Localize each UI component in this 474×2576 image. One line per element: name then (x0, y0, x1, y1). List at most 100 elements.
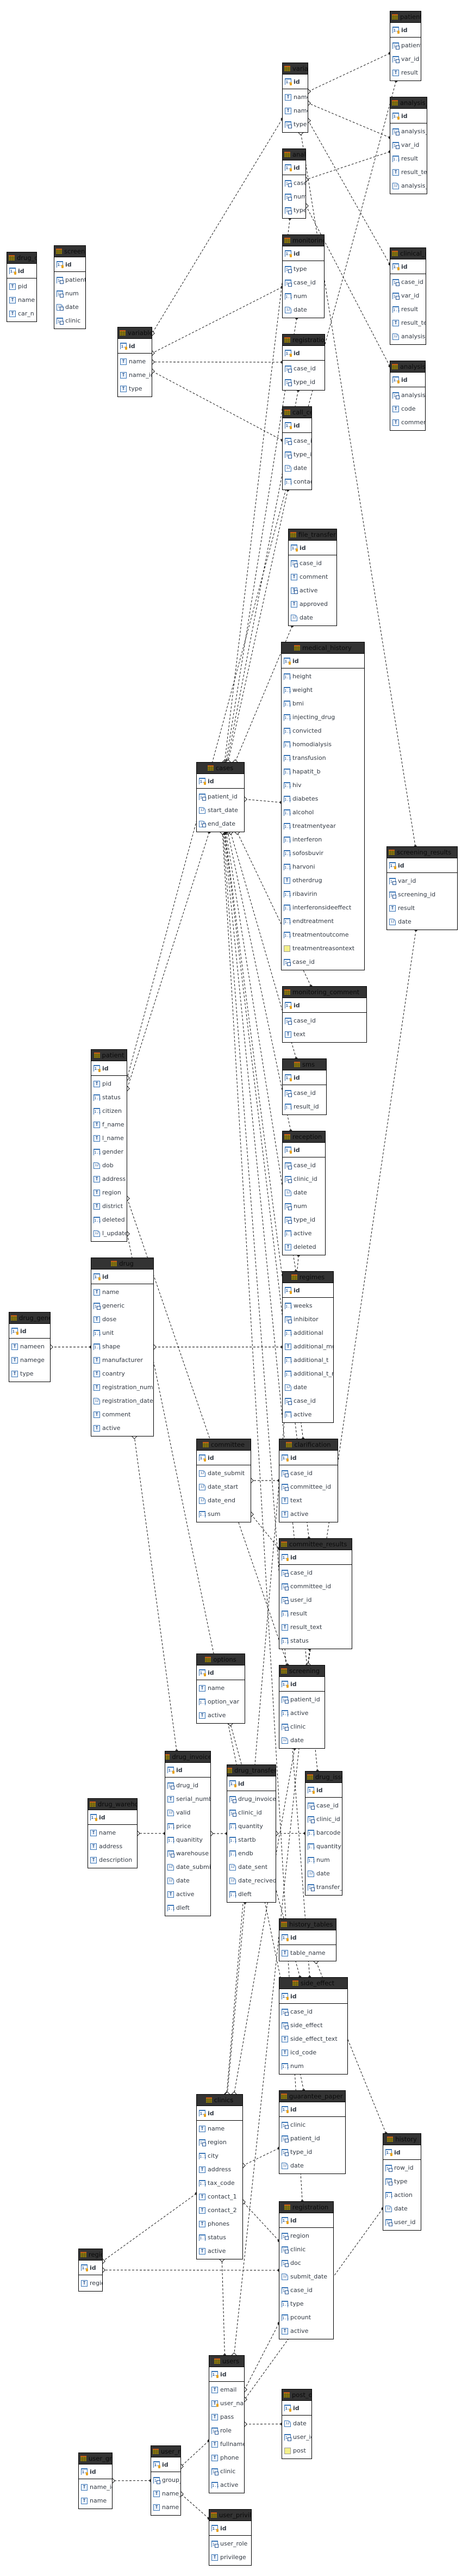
primary-key-row[interactable]: 1.id (283, 1143, 325, 1157)
primary-key-row[interactable]: 1.id (279, 1451, 338, 1465)
primary-key-row[interactable]: 1.id (79, 2464, 112, 2479)
column-row[interactable]: 1.committee_id (279, 1480, 338, 1494)
column-row[interactable]: 1.row_id (383, 2161, 421, 2175)
column-row[interactable]: 1.case_id (282, 955, 364, 969)
column-row[interactable]: 1.case_id (289, 556, 336, 570)
primary-key-row[interactable]: 1.id (387, 858, 457, 873)
column-row[interactable]: 1.clinic_id (227, 1806, 276, 1819)
primary-key-row[interactable]: 1.id (383, 2145, 421, 2160)
table-analysis-result[interactable]: analysis_result1.id1.analysis_id1.var_id… (390, 97, 427, 194)
table-header[interactable]: clinics (197, 2095, 242, 2106)
column-row[interactable]: 1.user_id (282, 2430, 311, 2444)
table-header[interactable]: drug_issue (305, 1772, 342, 1783)
primary-key-row[interactable]: 1.id (390, 109, 427, 123)
column-row[interactable]: 1.clinic (209, 2464, 244, 2478)
primary-key-row[interactable]: 1.id (197, 774, 244, 789)
table-header[interactable]: options (197, 1654, 245, 1665)
table-header[interactable]: guarantee_paper (279, 2091, 345, 2102)
column-row[interactable]: 1.num (283, 190, 305, 203)
column-row[interactable]: 1.user_id (279, 1593, 352, 1607)
primary-key-row[interactable]: 1.id (118, 339, 152, 354)
primary-key-row[interactable]: 1.id (390, 373, 425, 387)
table-header[interactable]: regions (79, 2249, 102, 2261)
table-clinical-meta[interactable]: clinical_meta1.id1.case_id1.var_id1.1res… (390, 247, 426, 345)
column-row[interactable]: 1.case_id (283, 1014, 366, 1027)
table-drug-issue[interactable]: drug_issue1.id1.case_id1.clinic_id1.1bar… (305, 1771, 342, 1896)
table-header[interactable]: registration_meta (283, 335, 325, 346)
table-drug-warehouse[interactable]: drug_warehouse1.idTnameTaddressTdescript… (88, 1798, 138, 1868)
column-row[interactable]: 1.role (209, 2424, 244, 2437)
column-row[interactable]: post (282, 2444, 311, 2457)
table-header[interactable]: reception (283, 1131, 325, 1143)
table-header[interactable]: drug (91, 1258, 153, 1270)
primary-key-row[interactable]: 1.id (91, 1061, 127, 1076)
table-header[interactable]: history_tables (279, 1919, 336, 1930)
column-row[interactable]: 1.type (283, 117, 308, 131)
column-row[interactable]: 1.patient_id (197, 790, 244, 803)
column-row[interactable]: 1.clinic_id (305, 1812, 342, 1826)
primary-key-row[interactable]: 1.id (7, 264, 36, 278)
primary-key-row[interactable]: 1.id (227, 1776, 276, 1791)
table-analysis-meta[interactable]: analysis_meta1.id1.analysis_idTcodeTcomm… (390, 361, 426, 431)
table-header[interactable]: clinical_meta (390, 248, 426, 259)
column-row[interactable]: 1.var_id (390, 289, 426, 302)
table-header[interactable]: drug_generic (9, 1312, 50, 1324)
primary-key-row[interactable]: 1.id (283, 1283, 333, 1298)
table-header[interactable]: user_role (151, 2446, 180, 2457)
table-header[interactable]: call_center (283, 407, 311, 418)
table-header[interactable]: screening_q (54, 246, 85, 257)
column-row[interactable]: 1.type (283, 262, 324, 276)
column-row[interactable]: 1.case_id (283, 176, 305, 190)
primary-key-row[interactable]: 1.id (283, 998, 366, 1013)
column-row[interactable]: 1.drug_invoice_id (227, 1792, 276, 1806)
